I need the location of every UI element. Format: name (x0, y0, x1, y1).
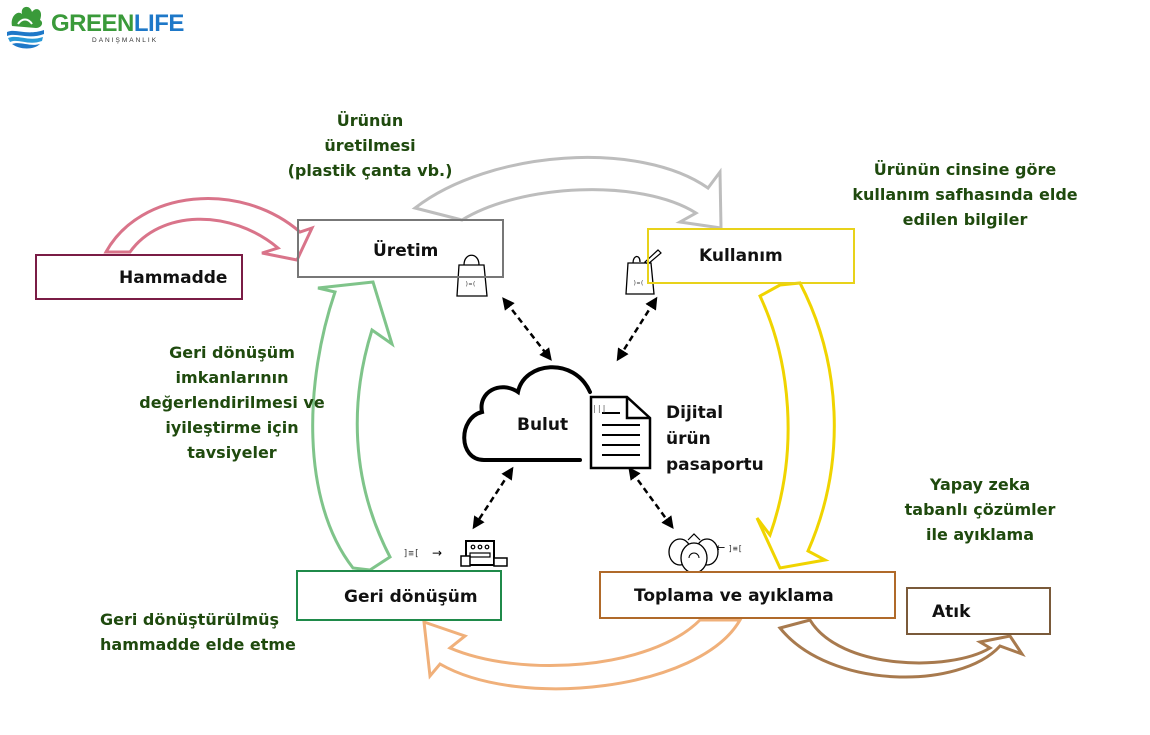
dijital-pasaport-label: Dijital ürün pasaportu (666, 403, 764, 475)
uretim-label: Üretim (373, 241, 439, 261)
bulut-label: Bulut (517, 415, 569, 435)
toplama-to-geri-donusum-arrow (422, 618, 743, 691)
leaf-wave-logo-icon (7, 6, 44, 49)
pasaport-toplama-link (628, 466, 674, 530)
hammadde-elde-note: Geri dönüştürülmüş hammadde elde etme (100, 610, 296, 654)
svg-text:←: ← (716, 541, 725, 554)
toplama-box: Toplama ve ayıklama (599, 571, 896, 619)
bulut-geri-donusum-link (472, 466, 514, 530)
geri-donusum-note: Geri dönüşüm imkanlarının değerlendirilm… (139, 343, 325, 462)
kullanim-note: Ürünün cinsine göre kullanım safhasında … (852, 160, 1078, 229)
toplama-label: Toplama ve ayıklama (634, 586, 834, 606)
uretim-box: Üretim (297, 219, 504, 278)
logo-name-blue: LIFE (133, 10, 185, 37)
geri-donusum-label: Geri dönüşüm (344, 587, 478, 607)
svg-text:)=(: )=( (465, 281, 476, 288)
kullanim-bulut-link (616, 296, 658, 362)
geri-donusum-to-uretim-arrow (311, 280, 395, 572)
kullanim-to-toplama-arrow (755, 281, 836, 570)
recycling-machine-icon (460, 540, 508, 567)
garbage-bags-icon: ← ]≡[ (668, 533, 742, 574)
hammadde-box: Hammadde (35, 254, 243, 300)
cloud-icon (462, 365, 592, 462)
svg-text:|||: ||| (592, 404, 606, 413)
kullanim-box: Kullanım (647, 228, 855, 284)
hammadde-to-uretim-arrow (103, 197, 315, 262)
atik-box: Atık (906, 587, 1051, 635)
svg-text:)=(: )=( (633, 280, 644, 287)
kullanim-label: Kullanım (699, 246, 783, 266)
document-icon: ||| (589, 395, 652, 470)
greenlife-logo: GREENLIFE DANIŞMANLIK (0, 0, 200, 56)
hammadde-label: Hammadde (119, 268, 228, 288)
logo-subtitle: DANIŞMANLIK (92, 37, 159, 44)
yapay-zeka-note: Yapay zeka tabanlı çözümler ile ayıklama (904, 475, 1056, 544)
logo-name-green: GREEN (51, 10, 134, 37)
toplama-to-atik-arrow (777, 618, 1026, 679)
svg-text:]≡[: ]≡[ (728, 544, 742, 553)
svg-text:]≡[: ]≡[ (403, 549, 419, 559)
atik-label: Atık (932, 602, 971, 622)
geri-donusum-box: Geri dönüşüm (296, 570, 502, 621)
uretim-to-kullanim-arrow (411, 155, 723, 230)
shopping-bag-tag-icon: )=( (625, 249, 662, 295)
shopping-bag-icon: )=( (456, 254, 488, 297)
uretim-note: Ürünün üretilmesi (plastik çanta vb.) (287, 111, 453, 180)
barcode-to-machine-icon: ]≡[ → (403, 546, 442, 560)
svg-text:→: → (432, 546, 442, 560)
uretim-bulut-link (502, 297, 552, 361)
